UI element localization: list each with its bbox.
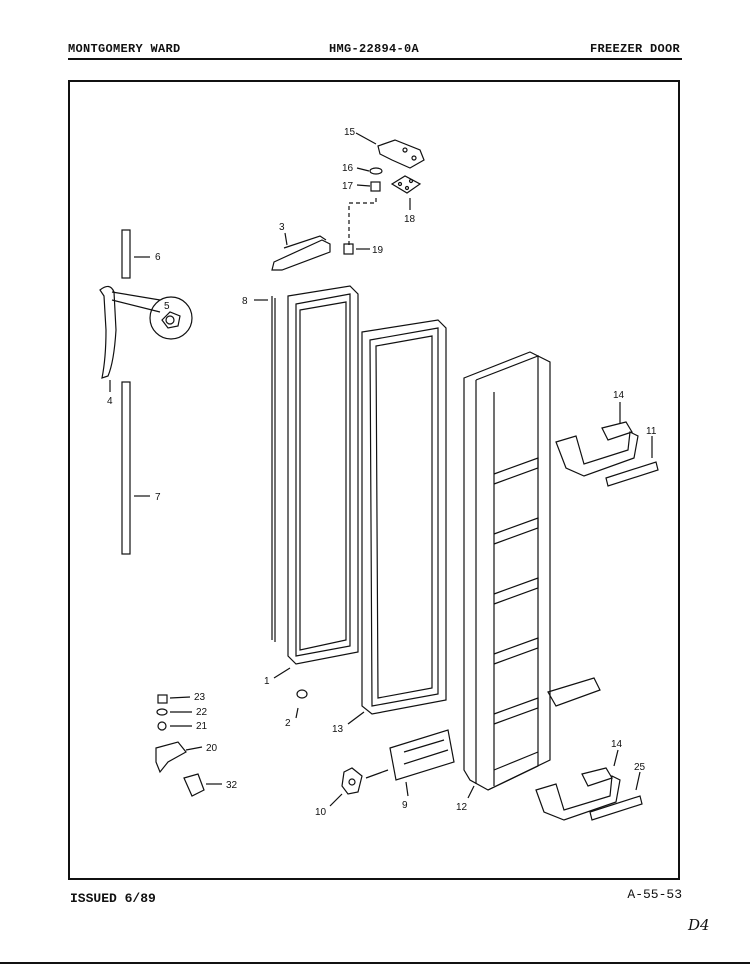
door-handle-part [99, 285, 161, 392]
handle-screw-detail [149, 296, 193, 340]
retainer-trim-upper-part [605, 461, 659, 487]
callout-1: 1 [264, 676, 270, 687]
hinge-shim-part [390, 175, 422, 210]
handle-trim-bottom-part [121, 381, 131, 555]
callout-21: 21 [196, 721, 208, 732]
callout-9: 9 [402, 800, 408, 811]
callout-7: 7 [155, 492, 161, 503]
door-liner-part [463, 351, 551, 799]
nut-part [157, 721, 167, 731]
header-brand: MONTGOMERY WARD [68, 42, 181, 56]
callout-32: 32 [226, 780, 238, 791]
footer-issued: ISSUED 6/89 [70, 891, 156, 906]
callout-11: 11 [646, 426, 657, 437]
callout-5: 5 [164, 301, 170, 312]
outer-door-panel-part [273, 285, 359, 679]
callout-13: 13 [332, 724, 344, 735]
header-rule [68, 58, 682, 60]
lower-bracket-part [365, 729, 455, 797]
callout-8: 8 [242, 296, 248, 307]
callout-14-upper: 14 [613, 390, 625, 401]
callout-19: 19 [372, 245, 384, 256]
callout-20: 20 [206, 743, 218, 754]
callout-14-lower: 14 [611, 739, 623, 750]
top-hinge-part [355, 132, 425, 169]
callout-10: 10 [315, 807, 327, 818]
shelf-retainer-lower-part [535, 749, 621, 821]
door-stop-part [271, 232, 331, 271]
liner-bracket-part [547, 677, 601, 707]
callout-2: 2 [285, 718, 291, 729]
footer-page-code: A-55-53 [627, 887, 682, 902]
callout-22: 22 [196, 707, 208, 718]
washer-part [369, 167, 383, 175]
header-section: FREEZER DOOR [590, 42, 681, 56]
callout-16: 16 [342, 163, 354, 174]
callout-23: 23 [194, 692, 206, 703]
washer-lower-part [156, 708, 168, 716]
hinge-pin-part [343, 243, 354, 255]
callout-17: 17 [342, 181, 354, 192]
door-gasket-part [347, 319, 447, 725]
bottom-hinge-part [155, 741, 187, 774]
hinge-spacer-part [183, 773, 205, 797]
shelf-retainer-upper-part [555, 402, 639, 477]
bottom-rule [0, 962, 750, 964]
panel-plug-part [296, 689, 308, 699]
handle-trim-top-part [121, 229, 131, 279]
retainer-trim-lower-part [589, 795, 643, 821]
callout-3: 3 [279, 222, 285, 233]
cam-part [329, 767, 363, 807]
header-model: HMG-22894-0A [329, 42, 420, 56]
callout-18: 18 [404, 214, 416, 225]
callout-6: 6 [155, 252, 161, 263]
screw-part [157, 694, 168, 704]
handwritten-note: D4 [688, 916, 710, 934]
bushing-part [370, 181, 381, 192]
callout-15: 15 [344, 127, 356, 138]
callout-12: 12 [456, 802, 468, 813]
callout-4: 4 [107, 396, 113, 407]
callout-25: 25 [634, 762, 646, 773]
diagram-frame [68, 80, 680, 880]
